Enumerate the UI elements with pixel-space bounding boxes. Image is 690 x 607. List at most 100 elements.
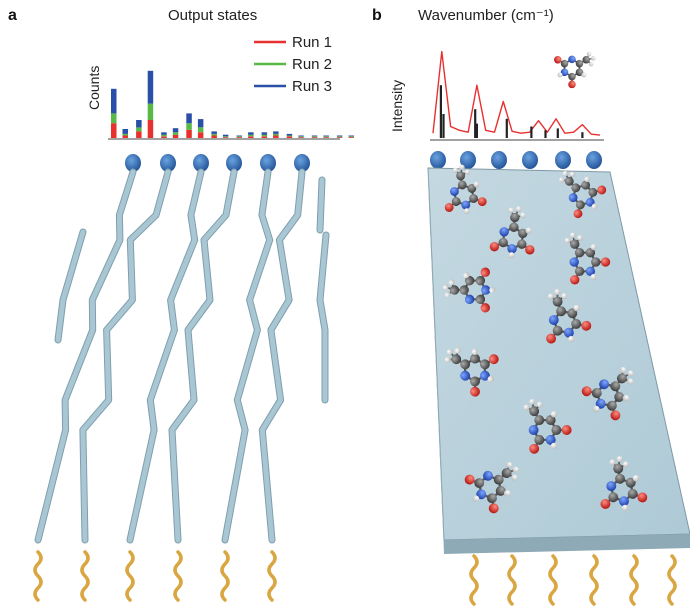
bar-3-3 — [147, 70, 154, 104]
bar-1-4 — [161, 136, 167, 138]
photon-b-4 — [629, 554, 639, 606]
molecule-4-atom-C-0 — [475, 275, 486, 286]
bar-1-11 — [248, 136, 254, 138]
photon-b-0 — [469, 554, 479, 606]
molecule-1-atom-O-s1 — [573, 209, 583, 219]
molecule-0-atom-C-2 — [451, 197, 461, 206]
molecule-6-atom-C-5 — [470, 353, 480, 364]
molecule-2-atom-O-s0 — [525, 245, 535, 255]
molecule-6-atom-N-1 — [479, 370, 490, 381]
bar-2-3 — [147, 103, 154, 120]
molecule-0-atom-O-s0 — [477, 197, 487, 207]
molecule-3-atom-O-s0 — [600, 257, 611, 267]
molecule-10 — [600, 456, 648, 512]
molecule-8-atom-C-5 — [545, 415, 556, 426]
molecule-10-atom-N-1 — [619, 496, 629, 507]
molecule-5 — [546, 288, 592, 344]
bar-3-7 — [197, 119, 204, 128]
panel-a-ylabel: Counts — [86, 66, 102, 110]
bar-2-17 — [323, 136, 329, 138]
molecule-7-atom-N-3 — [599, 379, 610, 390]
molecule-10-atom-H-s3 — [621, 504, 629, 512]
bar-1-9 — [222, 137, 229, 138]
molecule-2-atom-N-3 — [499, 227, 509, 237]
molecule-7-atom-O-s0 — [610, 410, 621, 421]
molecule-3-atom-C-s2 — [570, 239, 580, 249]
molecule-2-atom-O-s1 — [489, 241, 500, 252]
molecule-7-atom-H-s3 — [593, 405, 600, 413]
molecule-7-atom-C-2 — [591, 388, 602, 398]
photon-a-1 — [80, 550, 90, 602]
molecule-8-atom-H-m2 — [529, 398, 536, 405]
molecule-3-atom-C-2 — [574, 266, 585, 277]
waveguide-mode-4 — [222, 169, 273, 543]
slab-top — [427, 167, 690, 541]
molecule-9-atom-C-4 — [493, 474, 504, 485]
molecule-4-atom-N-3 — [464, 294, 475, 305]
molecule-10-atom-C-2 — [608, 492, 619, 503]
panel-b-ylabel: Intensity — [389, 80, 405, 132]
molecule-0-atom-H-s4 — [473, 181, 480, 188]
molecule-8-atom-H-s3 — [550, 442, 558, 450]
waveguide-network — [34, 168, 330, 544]
molecule-2 — [489, 206, 535, 259]
molecule-5-atom-H-m0 — [547, 293, 554, 300]
bar-1-14 — [286, 136, 293, 138]
molecule-slab — [427, 167, 690, 554]
bar-1-16 — [311, 137, 318, 138]
molecule-5-atom-C-s2 — [552, 296, 563, 307]
molecule-3-atom-O-s1 — [570, 275, 580, 285]
waveguide-mode-3 — [169, 169, 237, 543]
bar-3-17 — [323, 135, 329, 137]
molecule-1-atom-C-2 — [575, 200, 585, 210]
molecule-8-atom-C-4 — [534, 415, 545, 426]
bar-1-15 — [298, 137, 304, 138]
input-photons-panel-b — [469, 554, 677, 606]
inset-molecule-atom-H-s4 — [581, 72, 587, 78]
molecule-0-atom-C-s2 — [456, 171, 466, 181]
molecule-0-atom-H-m2 — [459, 164, 465, 171]
bar-1-18 — [336, 137, 343, 138]
molecule-4-atom-H-m2 — [442, 284, 449, 290]
molecule-7-atom-C-0 — [606, 400, 617, 411]
bar-1-1 — [122, 135, 128, 138]
molecule-9-atom-C-5 — [495, 485, 506, 496]
molecule-4-atom-H-m0 — [444, 291, 451, 298]
legend-label-run1: Run 1 — [292, 34, 332, 51]
molecule-8-atom-H-m0 — [523, 404, 530, 411]
waveguide-mode-0 — [35, 169, 136, 543]
molecule-8-atom-C-0 — [551, 425, 562, 435]
bar-2-11 — [248, 134, 254, 137]
molecule-7-atom-N-1 — [595, 398, 606, 409]
bar-3-13 — [273, 131, 279, 134]
slab-front-edge — [444, 534, 690, 554]
photon-a-4 — [220, 550, 230, 602]
molecule-0-atom-C-5 — [467, 184, 477, 193]
bar-3-5 — [172, 128, 179, 133]
molecule-7 — [581, 366, 634, 421]
inset-molecule-icon — [554, 51, 596, 89]
molecule-7-atom-H-m2 — [627, 370, 634, 377]
molecule-8-atom-H-s4 — [550, 410, 558, 418]
molecule-4-atom-H-m1 — [448, 279, 455, 286]
molecule-1-atom-N-1 — [585, 197, 595, 207]
waveguide-mode-5 — [259, 169, 305, 543]
inset-molecule-atom-H-s3 — [557, 72, 563, 78]
molecule-7-atom-H-s4 — [622, 394, 630, 402]
bar-2-18 — [336, 136, 343, 138]
molecule-7-atom-C-5 — [614, 392, 625, 402]
bar-2-14 — [286, 135, 293, 137]
molecule-1-atom-H-m2 — [562, 170, 569, 177]
bar-2-13 — [273, 133, 279, 136]
bar-3-2 — [136, 120, 142, 128]
molecule-10-atom-H-m2 — [616, 456, 623, 463]
bar-2-15 — [298, 136, 304, 138]
molecule-4-atom-H-s3 — [489, 286, 496, 294]
bar-2-5 — [172, 132, 179, 135]
bar-2-1 — [122, 133, 128, 136]
molecule-4-atom-C-2 — [475, 294, 486, 305]
molecule-6-atom-O-s1 — [470, 386, 480, 397]
molecule-9-atom-H-m2 — [512, 466, 519, 473]
waveguide-mode-3-outline — [168, 168, 238, 544]
